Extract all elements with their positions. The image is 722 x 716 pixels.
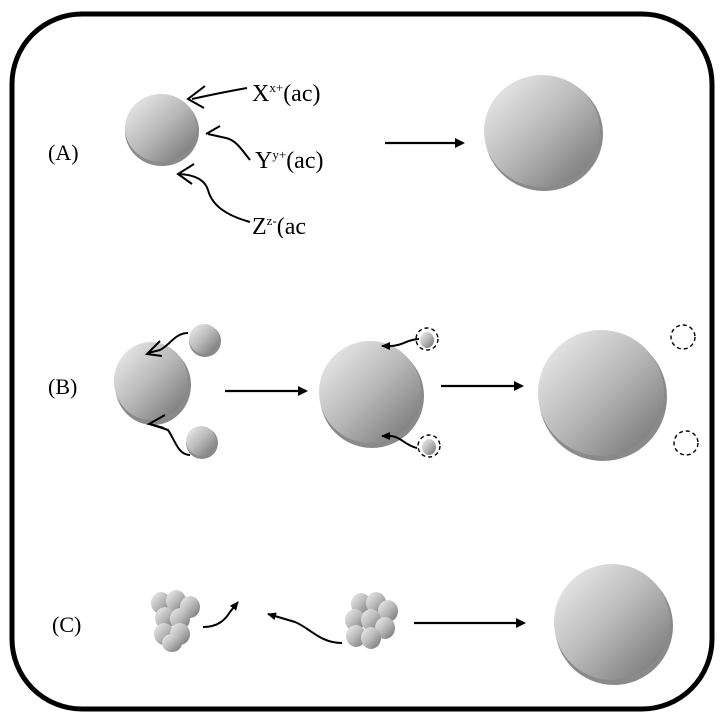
ion-z-label: Zz-(ac (252, 213, 306, 240)
ion-x-arrowhead-icon (186, 85, 206, 109)
transfer-head-top-icon (144, 340, 163, 357)
transfer-curve-top-icon (147, 332, 189, 354)
satellite-particle-top (189, 324, 221, 357)
dissolving-satellite-top (415, 327, 439, 351)
particle-b-start (114, 342, 191, 425)
dissolving-core-top (420, 332, 434, 348)
cluster-arrow-left-icon (267, 612, 343, 644)
particle-b-final (538, 330, 667, 461)
panel-a-label: (A) (48, 140, 79, 165)
small-particle-a (125, 94, 199, 166)
satellite-particle-bottom (186, 426, 218, 459)
panel-b-label: (B) (48, 374, 77, 399)
particle-c-final (554, 564, 673, 685)
nanoparticle-cluster-left (151, 590, 200, 652)
ion-x-label: Xx+(ac) (252, 80, 320, 107)
panel-b: (B) (48, 324, 699, 461)
dissolving-satellite-bottom (417, 434, 441, 458)
panel-a: (A) Xx+(ac) Yy+(ac) Zz-(ac (48, 75, 603, 250)
ion-z-arrow-icon (179, 173, 251, 223)
ion-x-arrow-icon (191, 87, 248, 100)
cluster-arrow-right-icon (202, 601, 239, 628)
panel-c-label: (C) (52, 612, 81, 637)
ion-z-arrowhead-icon (176, 163, 195, 185)
panel-c: (C) (52, 564, 673, 685)
transfer-head-bottom-icon (146, 414, 166, 429)
ion-y-label: Yy+(ac) (255, 147, 323, 174)
ion-y-arrow-icon (207, 133, 251, 161)
ion-y-arrowhead-icon (205, 125, 221, 135)
dissolving-core-bottom (422, 439, 436, 455)
particle-b-mid (319, 341, 424, 448)
diffusion-arrow-bottom-icon (381, 432, 418, 449)
empty-site-top (670, 324, 696, 350)
diffusion-arrow-top-icon (381, 338, 420, 350)
ion-z-mask (245, 238, 365, 250)
nanoparticle-cluster-right (345, 592, 398, 649)
grown-particle-a (484, 75, 603, 191)
empty-site-bottom (673, 430, 699, 456)
transfer-curve-bottom-icon (149, 423, 191, 456)
